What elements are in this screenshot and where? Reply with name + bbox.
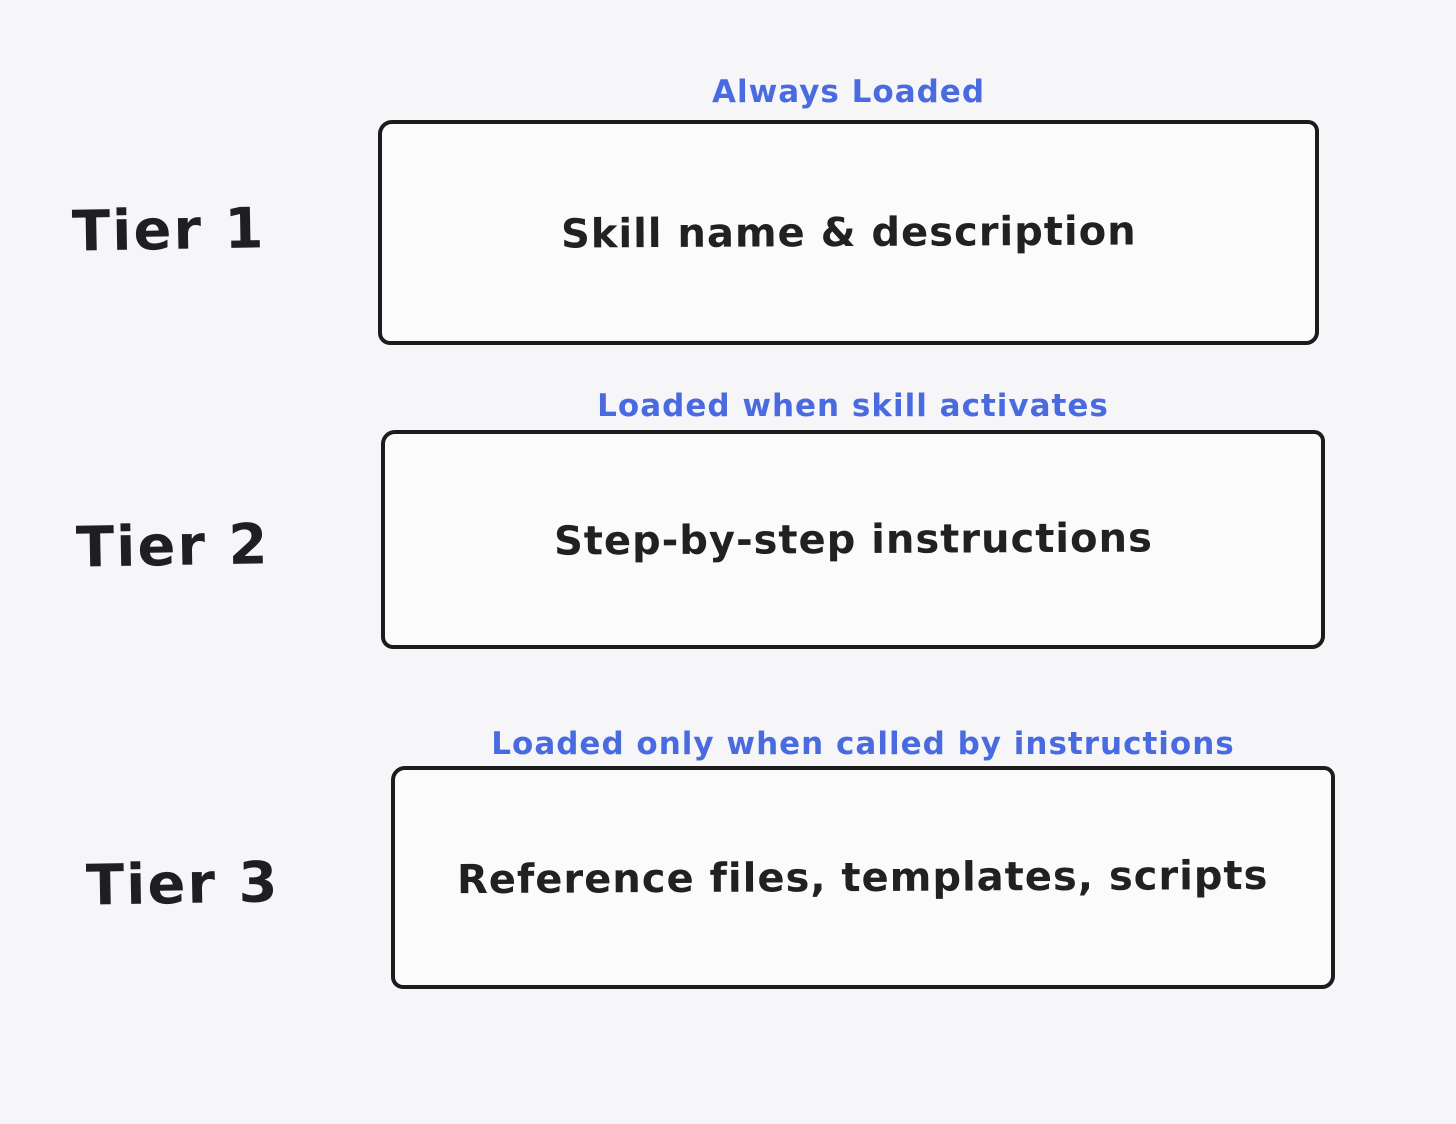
tier-3-box: Reference files, templates, scripts (391, 766, 1335, 989)
tier-2-caption: Loaded when skill activates (597, 388, 1109, 424)
tier-2-box-text: Step-by-step instructions (553, 514, 1153, 565)
tier-2-label: Tier 2 (75, 512, 271, 581)
tier-1-box-text: Skill name & description (560, 207, 1137, 258)
tier-3-box-text: Reference files, templates, scripts (457, 852, 1269, 903)
tier-3-caption: Loaded only when called by instructions (491, 726, 1235, 762)
tier-1-label: Tier 1 (71, 196, 267, 265)
tier-1-caption: Always Loaded (711, 74, 986, 110)
tier-1-box: Skill name & description (378, 120, 1319, 345)
tier-2-box: Step-by-step instructions (381, 430, 1325, 649)
tier-3-label: Tier 3 (85, 850, 281, 919)
